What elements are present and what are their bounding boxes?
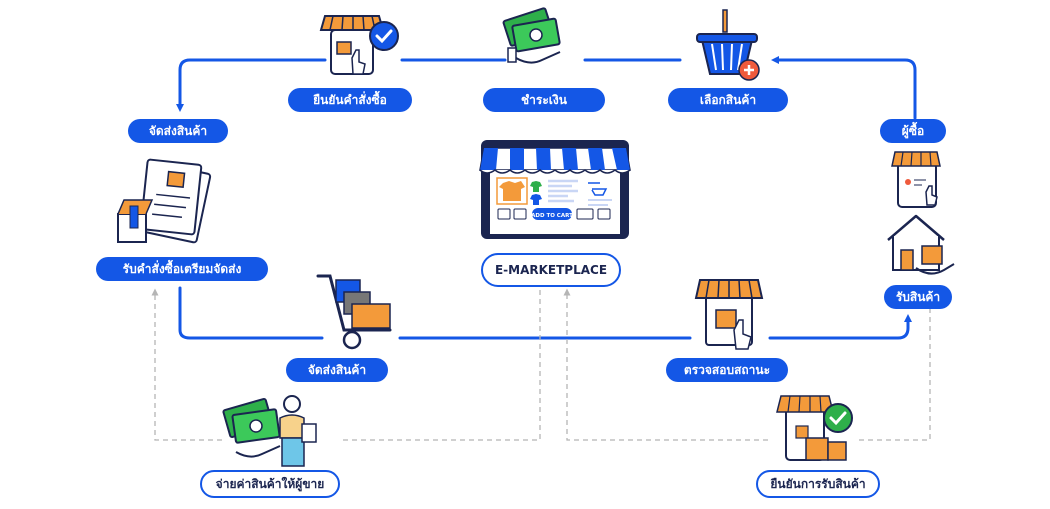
pay-seller-label: จ่ายค่าสินค้าให้ผู้ขาย: [200, 470, 340, 498]
line-order-to-ship: [176, 58, 327, 112]
dash-pay-to-receive: [151, 288, 222, 441]
dash-receive-to-confirm: [858, 308, 931, 441]
marketplace-label: E-MARKETPLACE: [481, 253, 621, 287]
line-receive-to-cart: [178, 286, 324, 340]
confirm-order-icon: [319, 15, 399, 75]
ship-product-bottom-label: จัดส่งสินค้า: [286, 358, 388, 382]
add-to-cart-text: ADD TO CART: [531, 213, 573, 219]
marketplace-tablet-icon: ADD TO CART: [479, 140, 631, 239]
confirm-order-label: ยืนยันคำสั่งซื้อ: [288, 88, 412, 112]
house-icon: [887, 214, 955, 275]
check-status-label: ตรวจสอบสถานะ: [666, 358, 788, 382]
confirm-receipt-icon: [776, 395, 853, 461]
flow-lines: [176, 56, 917, 340]
check-status-shop-icon: [694, 279, 764, 350]
order-documents-icon: [117, 158, 212, 244]
receive-product-label: รับสินค้า: [884, 285, 952, 309]
dash-market-to-pay: [340, 290, 541, 441]
dashed-lines: [151, 288, 931, 441]
pay-seller-icon: [222, 395, 317, 467]
receive-order-label: รับคำสั่งซื้อเตรียมจัดส่ง: [96, 257, 268, 281]
buyer-label: ผู้ซื้อ: [880, 119, 946, 143]
basket-icon: [696, 9, 760, 81]
hand-truck-icon: [316, 274, 392, 350]
payment-label: ชำระเงิน: [483, 88, 605, 112]
line-buyer-to-basket: [771, 56, 917, 120]
dash-confirm-to-market: [563, 288, 768, 441]
awning: [479, 147, 631, 174]
confirm-receipt-label: ยืนยันการรับสินค้า: [756, 470, 880, 498]
payment-money-icon: [502, 7, 561, 64]
line-shop-to-home: [768, 314, 912, 340]
ship-product-top-label: จัดส่งสินค้า: [128, 119, 228, 143]
select-product-label: เลือกสินค้า: [668, 88, 788, 112]
buyer-phone-icon: [891, 151, 941, 208]
